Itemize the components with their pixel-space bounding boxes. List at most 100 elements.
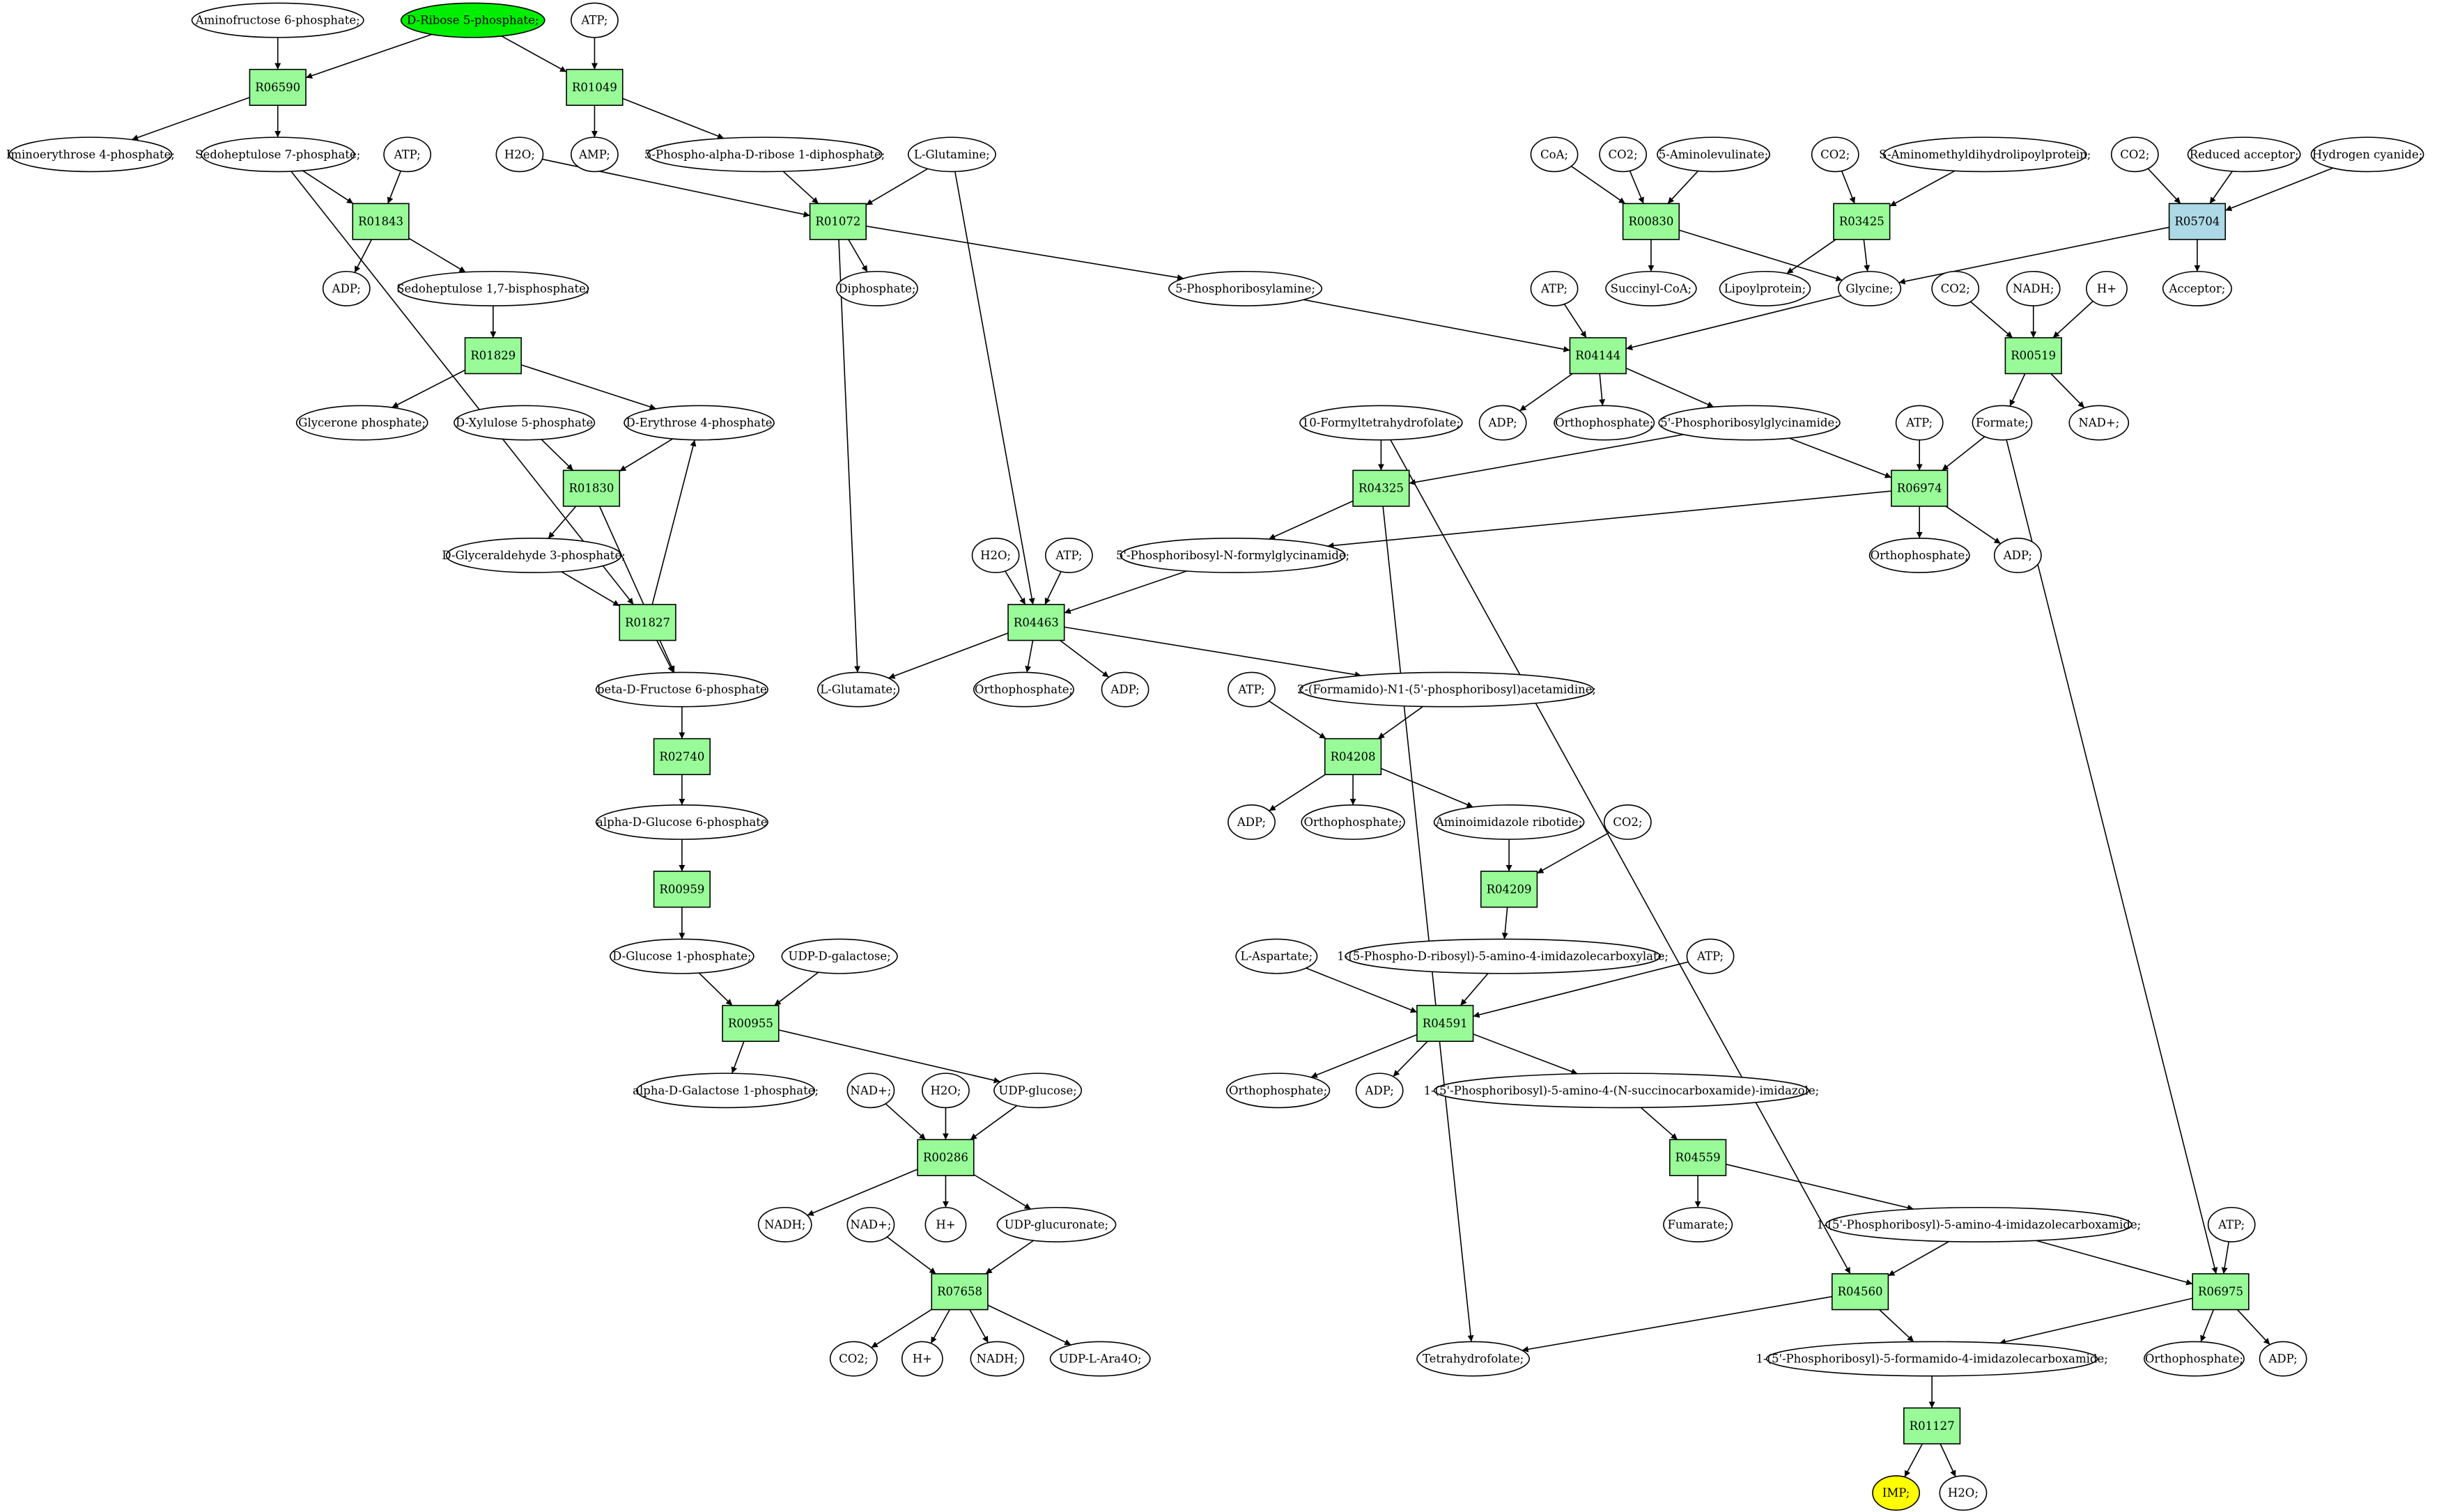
reaction-node: R01843	[352, 203, 410, 240]
edge-R04208-to-c_air	[1381, 767, 1473, 808]
compound-label: S-Aminomethyldihydrolipoylprotein;	[1879, 148, 2091, 161]
compound-label: 10-Formyltetrahydrofolate;	[1302, 416, 1460, 430]
edge-R00519-to-c_nadplus1	[2050, 373, 2085, 409]
compound-ellipse	[191, 2, 364, 38]
reaction-label: R03425	[1839, 215, 1884, 228]
reaction-box	[809, 203, 867, 240]
compound-node: 5-Phospho-alpha-D-ribose 1-diphosphate;	[644, 137, 885, 173]
compound-node: NADH;	[2006, 270, 2061, 306]
reaction-node: R00830	[1622, 203, 1680, 240]
compound-label: NAD+;	[850, 1084, 891, 1097]
edge-R01829-to-c_ery4p	[520, 364, 656, 410]
compound-ellipse	[1939, 1475, 1988, 1511]
edge-c_atp3-to-R04144	[1563, 304, 1587, 338]
reaction-box	[1622, 203, 1680, 240]
compound-node: NAD+;	[846, 1206, 895, 1242]
compound-label: D-Xylulose 5-phosphate	[456, 416, 593, 430]
edge-c_saminomethyl-to-R03425	[1889, 170, 1956, 207]
compound-label: 1-(5-Phospho-D-ribosyl)-5-amino-4-imidaz…	[1337, 950, 1669, 963]
edge-c_co2e-to-R04209	[1537, 832, 1610, 874]
reaction-label: R04144	[1575, 349, 1620, 362]
compound-label: ADP;	[2268, 1353, 2298, 1366]
compound-label: H+	[2097, 282, 2116, 295]
compound-label: UDP-glucose;	[998, 1084, 1076, 1097]
edge-c_redacc-to-R05704	[2209, 171, 2233, 204]
reaction-label: R01049	[572, 81, 617, 94]
reaction-box	[722, 1004, 780, 1043]
edge-c_asp-to-R04591	[1306, 967, 1418, 1013]
compound-ellipse	[1811, 137, 1859, 173]
compound-node: NAD+;	[846, 1073, 895, 1109]
compound-ellipse	[1972, 405, 2033, 441]
compound-ellipse	[201, 137, 355, 173]
edge-c_fgam-to-R04208	[1377, 706, 1424, 740]
compound-node: D-Ribose 5-phosphate;	[400, 2, 545, 38]
compound-ellipse	[1605, 270, 1697, 306]
edge-c_gln-to-R04463	[954, 171, 1035, 605]
edge-R07658-to-c_co2f	[871, 1309, 932, 1348]
reaction-label: R01843	[358, 215, 403, 228]
compound-node: ADP;	[322, 270, 371, 306]
compound-ellipse	[901, 1341, 943, 1377]
edge-c_nadplus3-to-R07658	[886, 1236, 936, 1275]
compound-ellipse	[2006, 270, 2061, 306]
compound-node: NADH;	[970, 1341, 1025, 1377]
edge-R04560-to-c_faicar	[1879, 1309, 1914, 1343]
compound-ellipse	[1825, 1206, 2132, 1242]
compound-label: D-Erythrose 4-phosphate	[626, 416, 773, 430]
compound-node: H2O;	[1939, 1475, 1988, 1511]
compound-ellipse	[2110, 137, 2159, 173]
reaction-node: R07658	[931, 1273, 989, 1311]
compound-node: ATP;	[1228, 671, 1276, 708]
edge-R01830-to-c_g3p	[548, 506, 577, 539]
compound-label: 1-(5'-Phosphoribosyl)-5-amino-4-imidazol…	[1816, 1218, 2141, 1231]
reaction-label: R04208	[1331, 750, 1376, 763]
edge-c_saicar-to-R04559	[1640, 1107, 1678, 1140]
compound-ellipse	[1120, 537, 1346, 573]
compound-ellipse	[383, 137, 432, 173]
compound-ellipse	[1686, 938, 1735, 974]
reaction-box	[1352, 469, 1410, 507]
compound-ellipse	[2143, 1341, 2245, 1377]
compound-node: CO2;	[1599, 137, 1647, 173]
compound-label: NAD+;	[2078, 416, 2119, 430]
compound-node: Fumarate;	[1663, 1206, 1733, 1242]
compound-node: Aminoimidazole ribotide;	[1433, 804, 1585, 840]
compound-ellipse	[1433, 1073, 1809, 1109]
reaction-box	[2168, 203, 2227, 240]
compound-node: Aminofructose 6-phosphate;	[191, 2, 364, 38]
compound-node: Orthophosphate;	[1225, 1073, 1331, 1109]
edge-R03425-to-c_lipo	[1786, 239, 1836, 274]
compound-node: Glycine;	[1837, 270, 1902, 306]
compound-ellipse	[1719, 270, 1811, 306]
compound-ellipse	[1225, 1073, 1331, 1109]
edge-R04591-to-c_saicar	[1473, 1034, 1578, 1075]
compound-node: ADP;	[1478, 405, 1527, 441]
edge-R01827-to-c_f6p	[656, 640, 674, 673]
edge-R01072-to-c_ppi	[848, 239, 868, 272]
compound-node: D-Erythrose 4-phosphate	[624, 405, 775, 441]
reaction-label: R00830	[1628, 215, 1673, 228]
compound-ellipse	[1235, 938, 1318, 974]
compound-ellipse	[1530, 270, 1579, 306]
compound-node: ATP;	[2207, 1206, 2256, 1242]
reaction-node: R03425	[1833, 203, 1891, 240]
compound-ellipse	[2310, 137, 2424, 173]
reaction-label: R06975	[2198, 1285, 2243, 1298]
compound-label: ATP;	[394, 148, 421, 161]
compound-node: Orthophosphate;	[2143, 1341, 2245, 1377]
edge-c_g3p-to-R01827	[561, 571, 620, 607]
compound-ellipse	[1882, 137, 2087, 173]
compound-label: ATP;	[580, 14, 607, 27]
compound-node: 5'-Phosphoribosyl-N-formylglycinamide;	[1116, 537, 1349, 573]
edge-R03425-to-c_gly	[1863, 239, 1871, 272]
compound-node: ATP;	[1530, 270, 1579, 306]
compound-label: ATP;	[1237, 683, 1264, 696]
compound-node: CO2;	[1603, 804, 1652, 840]
edge-R04144-to-c_gar	[1625, 367, 1714, 408]
edge-R00286-to-c_udpglcur	[973, 1174, 1032, 1210]
compound-ellipse	[1868, 537, 1970, 573]
compound-ellipse	[610, 938, 754, 974]
compound-ellipse	[624, 405, 775, 441]
compound-node: 5'-Phosphoribosylglycinamide;	[1658, 405, 1841, 441]
